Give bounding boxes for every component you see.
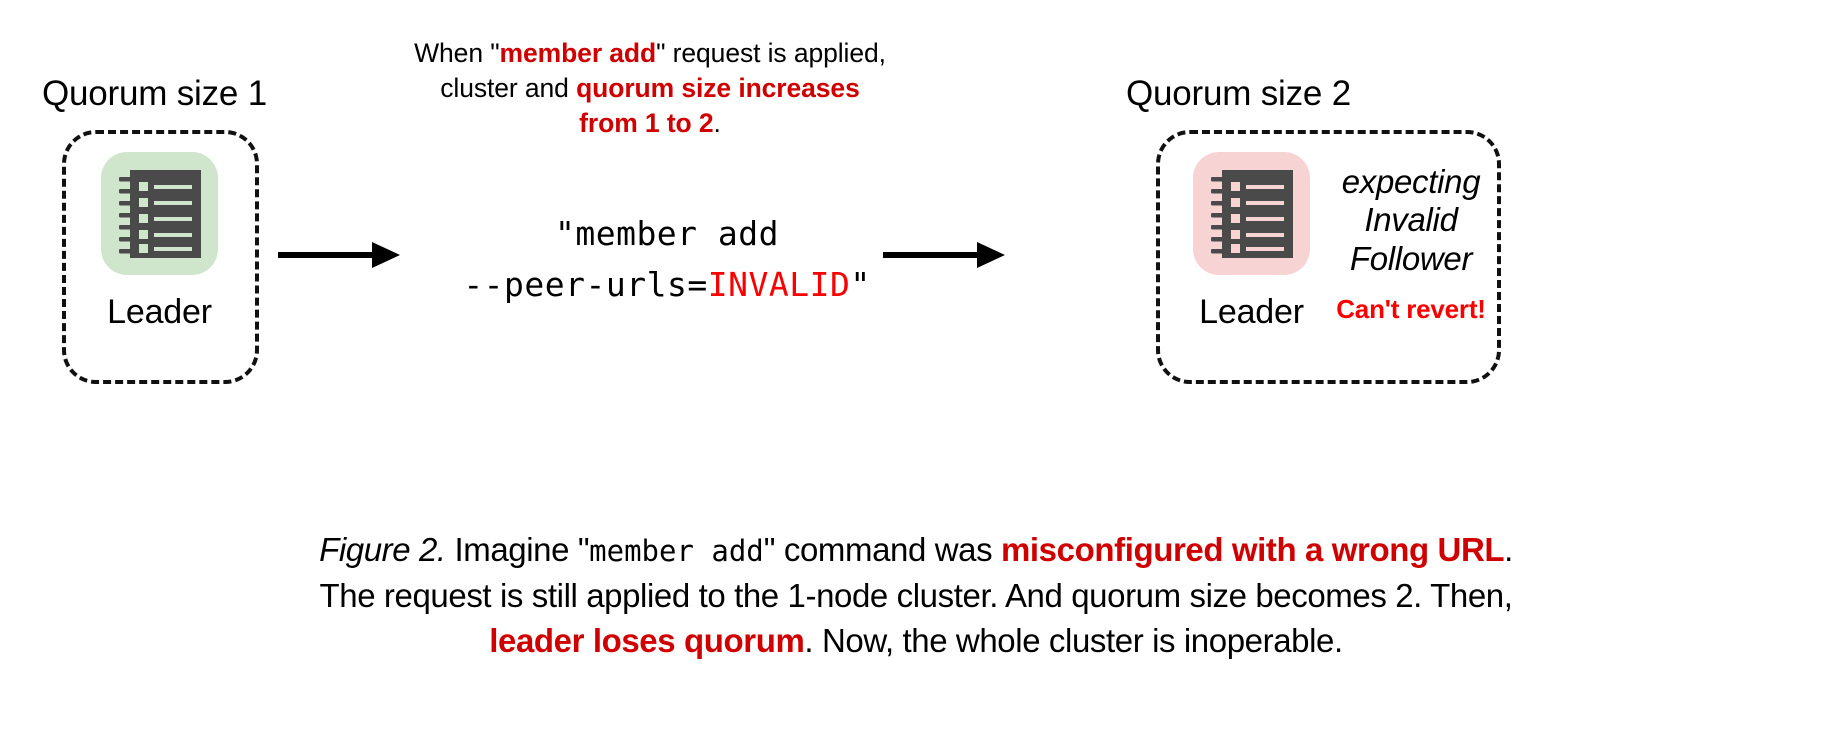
status-line-follower: Follower bbox=[1349, 239, 1473, 277]
cluster-boundary-left bbox=[62, 130, 259, 384]
caption-text: . Now, the whole cluster is inoperable. bbox=[804, 622, 1343, 660]
annotation-highlight-from-1-to-2: from 1 to 2 bbox=[579, 108, 714, 139]
top-annotation: When "member add" request is applied, cl… bbox=[350, 36, 950, 142]
caption-line-2: The request is still applied to the 1-no… bbox=[70, 573, 1762, 619]
node-left: Leader bbox=[91, 152, 228, 329]
annotation-text: When " bbox=[414, 38, 500, 68]
node-label-left: Leader bbox=[107, 293, 212, 331]
annotation-text: . bbox=[713, 108, 721, 139]
annotation-line-1: When "member add" request is applied, bbox=[350, 36, 950, 71]
caption-text: " command was bbox=[763, 531, 1001, 568]
caption-command-mono: member add bbox=[589, 534, 764, 568]
node-right: Leader bbox=[1183, 152, 1320, 329]
node-label-right: Leader bbox=[1199, 293, 1304, 331]
command-line-2: --peer-urls=INVALID" bbox=[432, 259, 902, 310]
command-flag: --peer-urls= bbox=[463, 265, 708, 305]
annotation-text: " request is applied, bbox=[656, 38, 886, 68]
status-line-invalid: Invalid bbox=[1364, 201, 1458, 239]
command-quote-close: " bbox=[850, 265, 871, 305]
command-invalid-value: INVALID bbox=[707, 265, 851, 305]
annotation-line-3: from 1 to 2. bbox=[350, 106, 950, 141]
notebook-icon bbox=[101, 152, 218, 284]
annotation-line-2: cluster and quorum size increases bbox=[350, 71, 950, 106]
caption-figure-label: Figure 2. bbox=[319, 531, 446, 568]
command-text: "member add --peer-urls=INVALID" bbox=[432, 208, 902, 310]
caption-text: The request is still applied to the 1-no… bbox=[319, 576, 1513, 614]
cant-revert-warning: Can't revert! bbox=[1336, 293, 1486, 324]
figure-caption: Figure 2. Imagine "member add" command w… bbox=[70, 527, 1762, 664]
follower-status-block: expecting Invalid Follower Can't revert! bbox=[1322, 163, 1500, 325]
annotation-text: cluster and bbox=[440, 73, 577, 104]
annotation-highlight-quorum-increase: quorum size increases bbox=[576, 73, 860, 104]
caption-line-1: Figure 2. Imagine "member add" command w… bbox=[70, 527, 1762, 573]
caption-highlight-misconfigured: misconfigured with a wrong URL bbox=[1000, 531, 1505, 568]
caption-highlight-leader-loses-quorum: leader loses quorum bbox=[489, 622, 805, 660]
caption-line-3: leader loses quorum. Now, the whole clus… bbox=[70, 618, 1762, 664]
annotation-highlight-member-add: member add bbox=[499, 38, 657, 68]
arrow-right-icon-2 bbox=[883, 240, 1005, 270]
arrow-right-icon bbox=[278, 240, 400, 270]
cluster-boundary-right bbox=[1156, 130, 1501, 384]
status-line-expecting: expecting bbox=[1341, 163, 1481, 200]
caption-text: . bbox=[1504, 531, 1513, 568]
caption-text: Imagine " bbox=[445, 531, 590, 568]
command-line-1: "member add bbox=[554, 214, 780, 253]
quorum-size-label-left: Quorum size 1 bbox=[42, 74, 267, 113]
quorum-size-label-right: Quorum size 2 bbox=[1126, 74, 1351, 113]
notebook-icon-2 bbox=[1193, 152, 1310, 284]
